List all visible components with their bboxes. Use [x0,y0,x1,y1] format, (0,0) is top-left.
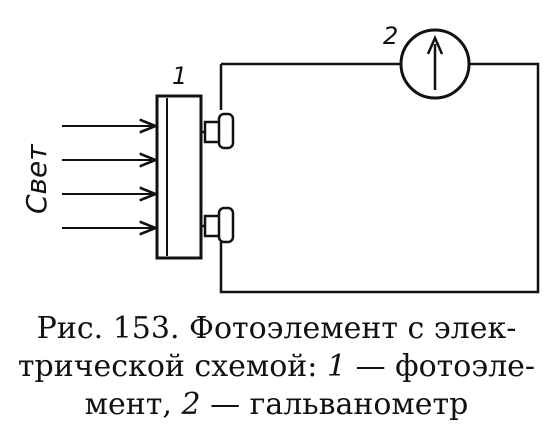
caption-number: 1 [326,349,347,384]
caption-text: — фотоэле- [346,349,536,384]
caption-text: трической схемой: [17,349,327,384]
photocell [155,94,235,260]
galvanometer-needle-tip [426,34,444,55]
circuit-wire [219,62,540,294]
photocell-terminal-top [201,112,235,150]
caption-line-2: трической схемой: 1 — фотоэле- [0,348,553,386]
figure-caption: Рис. 153. Фотоэлемент с элек- трической … [0,310,553,424]
caption-line-1: Рис. 153. Фотоэлемент с элек- [36,311,517,346]
photocell-body [155,94,203,260]
circuit-diagram: 1 2 Свет [20,22,540,294]
caption-number: 2 [181,387,201,422]
photocell-terminal-bottom [201,206,235,244]
galvanometer [399,28,471,100]
light-label: Свет [20,144,53,214]
caption-text: — гальванометр [200,387,469,422]
galvanometer-label: 2 [383,22,398,50]
light-rays [62,126,154,228]
caption-text: мент, [84,387,182,422]
photocell-label: 1 [172,62,187,90]
caption-line-3: мент, 2 — гальванометр [0,386,553,424]
